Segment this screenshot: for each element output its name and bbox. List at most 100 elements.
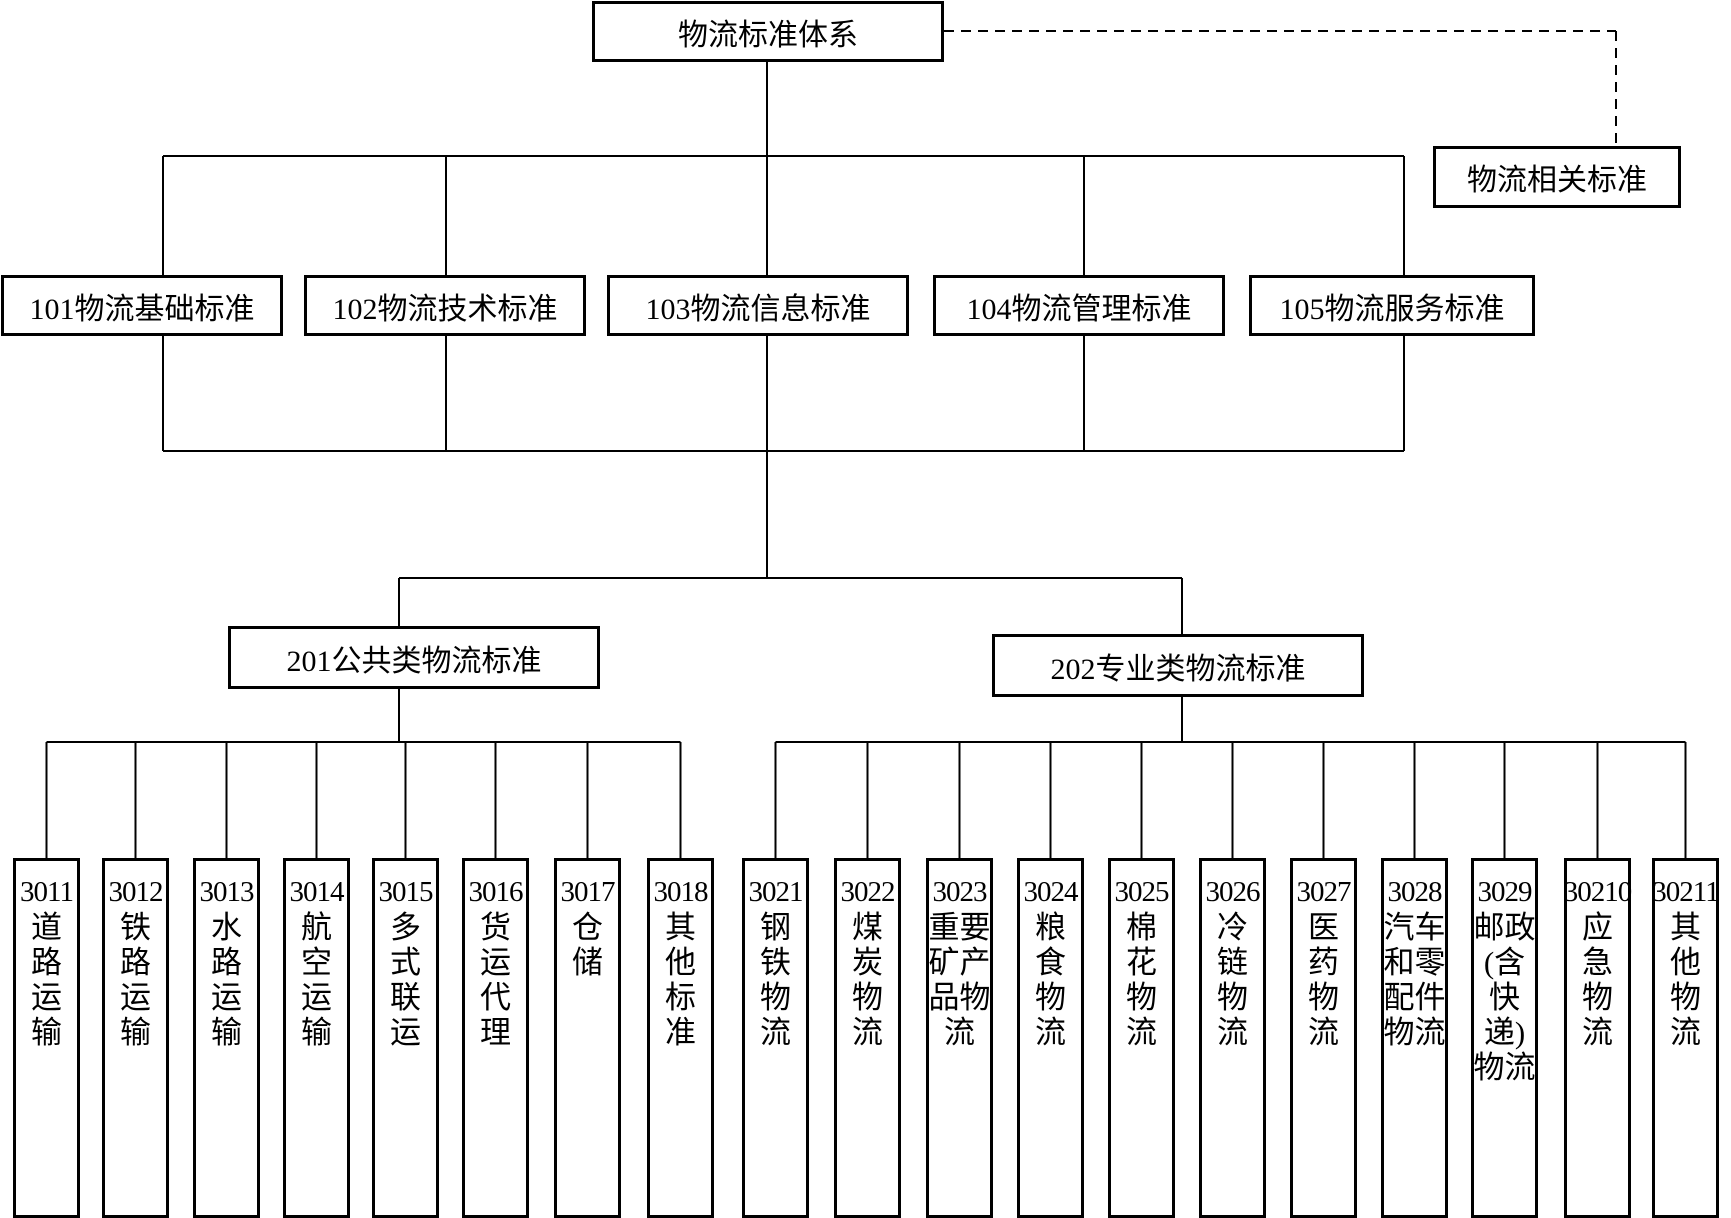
leaf-code: 3026: [1205, 876, 1261, 908]
leaf-label-line: 水: [211, 910, 242, 945]
leaf-label-line: 物: [1308, 980, 1339, 1015]
leaf-label-line: 空: [301, 945, 332, 980]
leaf-label-line: 冷: [1217, 910, 1248, 945]
leaf-label-line: 品物: [928, 980, 991, 1015]
leaf-label-line: 物: [1126, 980, 1157, 1015]
leaf-label-line: 铁: [760, 945, 791, 980]
leaf-label-line: 医: [1308, 910, 1339, 945]
leaf-label-line: 路: [211, 945, 242, 980]
leaf-label-line: 他: [665, 945, 696, 980]
leaf-label-line: 路: [120, 945, 151, 980]
level1-node-105: 105物流服务标准: [1249, 275, 1535, 336]
leaf-code: 3028: [1387, 876, 1443, 908]
leaf-label-line: 粮: [1035, 910, 1066, 945]
leaf-label-line: 式: [390, 945, 421, 980]
leaf-code: 3021: [748, 876, 804, 908]
leaf-label-line: 储: [572, 945, 603, 980]
related-standards-node: 物流相关标准: [1433, 146, 1681, 208]
leaf-label-line: 物: [1035, 980, 1066, 1015]
leaf-label-line: 运: [211, 980, 242, 1015]
leaf-label-line: 流: [1217, 1015, 1248, 1050]
leaf-label-line: 仓: [572, 910, 603, 945]
leaf-label-line: 理: [480, 1015, 511, 1050]
leaf-label-line: 急: [1582, 945, 1613, 980]
leaf-label-line: 物: [1217, 980, 1248, 1015]
level1-node-103: 103物流信息标准: [607, 275, 909, 336]
leaf-label-line: 链: [1217, 945, 1248, 980]
leaf-label-line: 物: [852, 980, 883, 1015]
leaf-code: 3024: [1023, 876, 1079, 908]
leaf-label-line: 流: [852, 1015, 883, 1050]
leaf-code: 3023: [932, 876, 988, 908]
leaf-label-line: 递): [1483, 1015, 1526, 1050]
leaf-label-line: 煤: [852, 910, 883, 945]
leaf-code: 3012: [108, 876, 164, 908]
leaf-label-line: 邮政: [1473, 910, 1536, 945]
leaf-label-line: 铁: [120, 910, 151, 945]
leaf-label-line: 路: [31, 945, 62, 980]
leaf-label-line: 流: [1308, 1015, 1339, 1050]
root-node: 物流标准体系: [592, 1, 944, 62]
leaf-label-line: 他: [1670, 945, 1701, 980]
leaf-label-line: 物: [1582, 980, 1613, 1015]
leaf-label-line: 流: [1035, 1015, 1066, 1050]
leaf-code: 30211: [1652, 876, 1719, 908]
leaf-label-line: 应: [1582, 910, 1613, 945]
leaf-label-line: 和零: [1383, 945, 1446, 980]
leaf-label-line: 输: [120, 1015, 151, 1050]
leaf-label-line: 货: [480, 910, 511, 945]
leaf-label-line: 其: [665, 910, 696, 945]
leaf-label-line: 联: [390, 980, 421, 1015]
leaf-label-line: 药: [1308, 945, 1339, 980]
leaf-label-line: 多: [390, 910, 421, 945]
leaf-label-line: 代: [480, 980, 511, 1015]
leaf-code: 3018: [653, 876, 709, 908]
leaf-label-line: 运: [301, 980, 332, 1015]
level1-node-101: 101物流基础标准: [1, 275, 283, 336]
leaf-label-line: 流: [760, 1015, 791, 1050]
leaf-label-line: 物流: [1383, 1015, 1446, 1050]
leaf-code: 3022: [840, 876, 896, 908]
leaf-label-line: 矿产: [928, 945, 991, 980]
leaf-label-line: 炭: [852, 945, 883, 980]
leaf-code: 3027: [1296, 876, 1352, 908]
leaf-label-line: 输: [301, 1015, 332, 1050]
level2-node-202: 202专业类物流标准: [992, 634, 1364, 697]
leaf-code: 3011: [20, 876, 74, 908]
leaf-label-line: 准: [665, 1015, 696, 1050]
leaf-label-line: 运: [480, 945, 511, 980]
leaf-code: 30210: [1563, 876, 1632, 908]
leaf-label-line: 流: [1126, 1015, 1157, 1050]
leaf-label-line: 运: [390, 1015, 421, 1050]
leaf-label-line: 钢: [760, 910, 791, 945]
leaf-label-line: 其: [1670, 910, 1701, 945]
leaf-label-line: 物: [1670, 980, 1701, 1015]
leaf-label-line: 流: [1582, 1015, 1613, 1050]
leaf-label-line: 物流: [1473, 1050, 1536, 1085]
leaf-label-line: 食: [1035, 945, 1066, 980]
leaf-label-line: 重要: [928, 910, 991, 945]
leaf-label-line: 输: [31, 1015, 62, 1050]
leaf-label-line: 花: [1126, 945, 1157, 980]
leaf-code: 3013: [199, 876, 255, 908]
leaf-code: 3016: [468, 876, 524, 908]
level1-node-104: 104物流管理标准: [933, 275, 1225, 336]
leaf-label-line: 运: [120, 980, 151, 1015]
leaf-label-line: 运: [31, 980, 62, 1015]
